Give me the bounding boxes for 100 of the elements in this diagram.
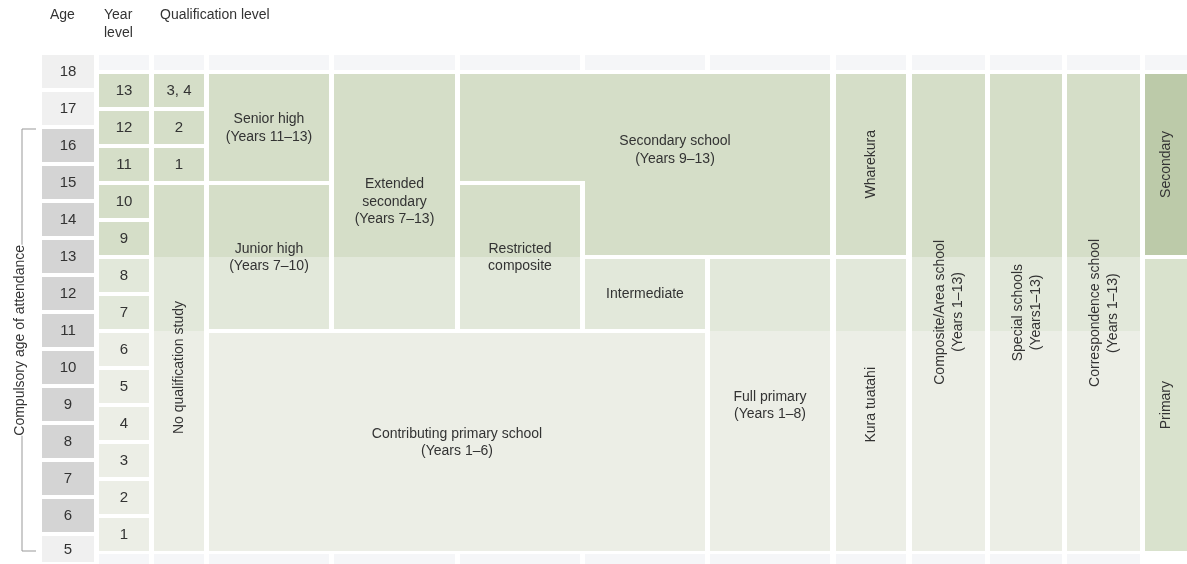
age-cell	[42, 203, 94, 236]
column-header: Age	[50, 6, 75, 24]
age-cell	[42, 240, 94, 273]
school-type-box	[209, 185, 329, 329]
box-title: Secondary school	[619, 132, 731, 150]
year-range: (Years1–13)	[1026, 274, 1044, 351]
year-level-cell	[99, 407, 149, 440]
box-title: Composite/Area school	[931, 240, 948, 385]
qualification-band	[154, 185, 204, 551]
year-level-cell	[99, 333, 149, 366]
box-title: 3	[119, 451, 129, 470]
box-title: Correspondence school	[1086, 238, 1103, 387]
box-title: 6	[63, 506, 73, 525]
box-title: 8	[63, 432, 73, 451]
box-title: 7	[119, 303, 129, 322]
level-band	[1145, 74, 1187, 255]
box-title: Primary	[1157, 380, 1175, 430]
box-title: 13	[115, 81, 133, 100]
year-range: (Years 7–10)	[229, 257, 309, 275]
level-band	[1145, 259, 1187, 551]
age-cell	[42, 314, 94, 347]
column-header: Year level	[104, 6, 134, 41]
age-cell	[42, 462, 94, 495]
qualification-cell	[154, 74, 204, 107]
year-level-cell	[99, 222, 149, 255]
qualification-cell	[154, 111, 204, 144]
year-range: (Years 1–13)	[948, 272, 966, 353]
year-range: (Years 1–8)	[734, 405, 806, 423]
year-level-cell	[99, 74, 149, 107]
box-title: 13	[59, 247, 77, 266]
age-cell	[42, 499, 94, 532]
box-title: Restricted composite	[487, 239, 553, 275]
year-range: (Years 1–13)	[1103, 272, 1121, 353]
year-range: (Years 11–13)	[225, 127, 313, 145]
year-level-cell	[99, 148, 149, 181]
year-range: (Years 9–13)	[635, 149, 715, 167]
box-title: 7	[63, 469, 73, 488]
box-title: 1	[174, 155, 184, 174]
box-title: 12	[59, 284, 77, 303]
school-type-box	[836, 259, 906, 551]
box-title: Secondary	[1157, 131, 1175, 198]
box-title: Wharekura	[862, 130, 880, 199]
box-title: 1	[119, 525, 129, 544]
year-range: (Years 7–13)	[354, 210, 435, 228]
box-title: Kura tuatahi	[862, 367, 880, 443]
school-type-box	[460, 74, 830, 255]
box-title: 9	[63, 395, 73, 414]
box-title: 12	[115, 118, 133, 137]
box-title: 3, 4	[166, 81, 192, 100]
box-title: 5	[119, 377, 129, 396]
school-type-box	[990, 74, 1062, 551]
box-title: Contributing primary school	[371, 424, 543, 442]
box-title: No qualification study	[170, 301, 188, 435]
box-title: 6	[119, 340, 129, 359]
box-title: Intermediate	[606, 285, 684, 303]
box-title: 10	[115, 192, 133, 211]
box-title: Special schools	[1008, 263, 1026, 362]
box-title: 8	[119, 266, 129, 285]
year-level-cell	[99, 444, 149, 477]
school-type-box	[836, 74, 906, 255]
school-type-box	[334, 74, 455, 329]
box-title: 9	[119, 229, 129, 248]
box-title: 17	[59, 99, 77, 118]
age-cell	[42, 277, 94, 310]
age-cell	[42, 166, 94, 199]
box-title: 15	[59, 173, 77, 192]
box-title: 10	[59, 358, 77, 377]
year-level-cell	[99, 518, 149, 551]
school-type-box	[209, 74, 329, 181]
year-range: (Years 1–6)	[421, 442, 493, 460]
box-title: Senior high	[233, 110, 305, 128]
box-title: 2	[119, 488, 129, 507]
column-header: Qualification level	[160, 6, 271, 24]
age-cell	[42, 351, 94, 384]
box-title: 11	[60, 321, 76, 340]
year-level-cell	[99, 370, 149, 403]
box-title: 2	[174, 118, 184, 137]
school-type-box	[585, 259, 705, 329]
year-level-cell	[99, 296, 149, 329]
box-title: Extended secondary	[361, 175, 428, 211]
school-type-box	[912, 74, 985, 551]
box-title: 14	[59, 210, 77, 229]
box-title: 11	[116, 155, 132, 174]
qualification-cell	[154, 148, 204, 181]
box-title: 5	[63, 539, 73, 559]
school-type-box	[209, 333, 705, 551]
box-title: 18	[59, 62, 77, 81]
year-level-cell	[99, 259, 149, 292]
box-title: 4	[119, 414, 129, 433]
school-type-box	[710, 259, 830, 551]
box-title: Junior high	[234, 239, 304, 257]
year-level-cell	[99, 111, 149, 144]
school-type-box	[460, 185, 580, 329]
box-title: 16	[59, 136, 77, 155]
year-level-cell	[99, 481, 149, 514]
box-title: Full primary	[733, 387, 807, 405]
age-cell	[42, 388, 94, 421]
age-cell	[42, 425, 94, 458]
school-type-box	[1067, 74, 1140, 551]
year-level-cell	[99, 185, 149, 218]
